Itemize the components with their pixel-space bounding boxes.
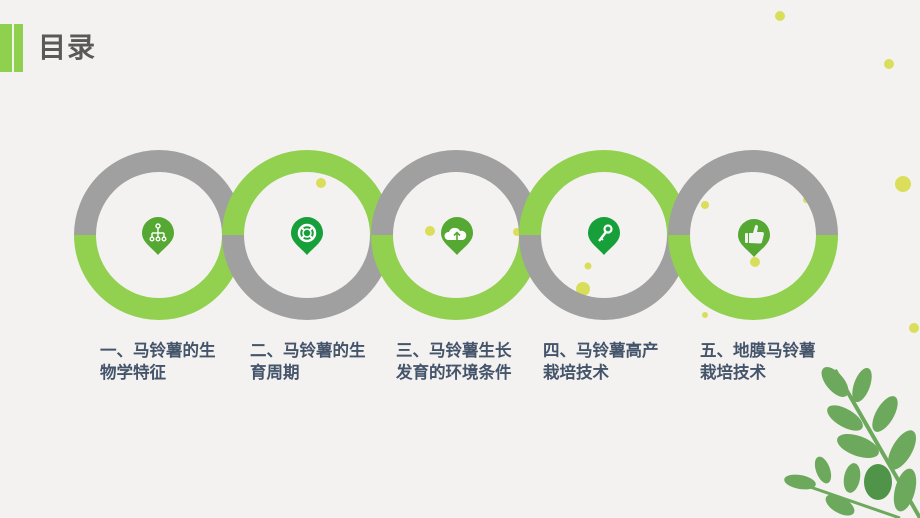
accent-bar-thin — [14, 24, 23, 72]
pin-1 — [142, 217, 174, 255]
cloud-upload-icon — [444, 227, 467, 240]
key-icon — [598, 224, 613, 242]
toc-item-3[interactable]: 三、马铃薯生长发育的环境条件 — [396, 341, 512, 382]
accent-bar — [0, 24, 12, 72]
ring-4 — [519, 150, 689, 320]
thumbs-up-icon — [745, 224, 764, 244]
toc-item-5[interactable]: 五、地膜马铃薯栽培技术 — [700, 341, 816, 382]
ring-1 — [74, 150, 244, 320]
hierarchy-icon — [149, 223, 167, 242]
toc-item-4[interactable]: 四、马铃薯高产栽培技术 — [543, 341, 659, 382]
pin-5 — [738, 219, 770, 257]
toc-item-1[interactable]: 一、马铃薯的生物学特征 — [100, 341, 216, 382]
pin-2 — [291, 217, 323, 255]
pin-3 — [441, 217, 473, 255]
leaf-branch-decoration — [784, 367, 920, 518]
lifebuoy-icon — [297, 223, 317, 243]
ring-3 — [371, 150, 541, 320]
decorative-dots — [316, 11, 919, 333]
toc-item-2[interactable]: 二、马铃薯的生育周期 — [250, 341, 366, 382]
ring-2 — [222, 150, 392, 320]
ring-5 — [668, 150, 838, 320]
page-title: 目录 — [38, 31, 97, 64]
pin-4 — [588, 217, 620, 255]
